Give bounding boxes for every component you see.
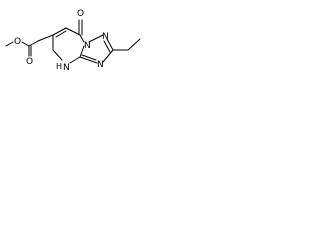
chemical-structure-diagram: O O O N N N N H bbox=[5, 9, 141, 73]
ethyl-ch3-bond bbox=[127, 38, 141, 51]
molecule-canvas: O O O N N N N H bbox=[0, 0, 152, 87]
ester-carbon-to-ch2-bond bbox=[28, 40, 39, 47]
ester-oxygen-top-label: O bbox=[14, 37, 21, 47]
ring-n-right-label: N bbox=[97, 60, 104, 70]
oxygen-to-ester-carbon-bond bbox=[21, 41, 30, 47]
triazole-n3-c8a-bond bbox=[79, 56, 98, 64]
ring-n1-c8a-bond bbox=[79, 45, 85, 58]
ring-c5-c6-inner-bond bbox=[55, 30, 67, 38]
ring-c8a-n4-bond bbox=[69, 56, 81, 64]
ch2-to-ring-bond bbox=[37, 34, 54, 42]
triazole-c2-n3-bond bbox=[102, 49, 114, 63]
carbonyl-oxygen-label: O bbox=[77, 9, 84, 19]
methyl-to-oxygen-bond bbox=[5, 41, 14, 47]
triazole-n1-n2-bond bbox=[88, 34, 104, 43]
ring-c7-n1-bond bbox=[79, 34, 85, 43]
ring-n4-c5-bond bbox=[52, 49, 63, 61]
ester-oxygen-bottom-label: O bbox=[26, 57, 33, 67]
nh-hydrogen-label: H bbox=[56, 62, 62, 71]
nh-nitrogen-label: N bbox=[63, 63, 70, 73]
triazole-n3-c8a-double-bond bbox=[81, 54, 97, 61]
triazole-n2-c2-double-bond bbox=[103, 40, 111, 53]
ring-c5-c6-bond bbox=[52, 27, 67, 36]
ring-c6-c7-bond bbox=[65, 27, 81, 36]
ring-n-left-label: N bbox=[84, 41, 91, 51]
triazole-n2-c2-bond bbox=[106, 38, 114, 51]
ring-n-top-label: N bbox=[102, 32, 109, 42]
